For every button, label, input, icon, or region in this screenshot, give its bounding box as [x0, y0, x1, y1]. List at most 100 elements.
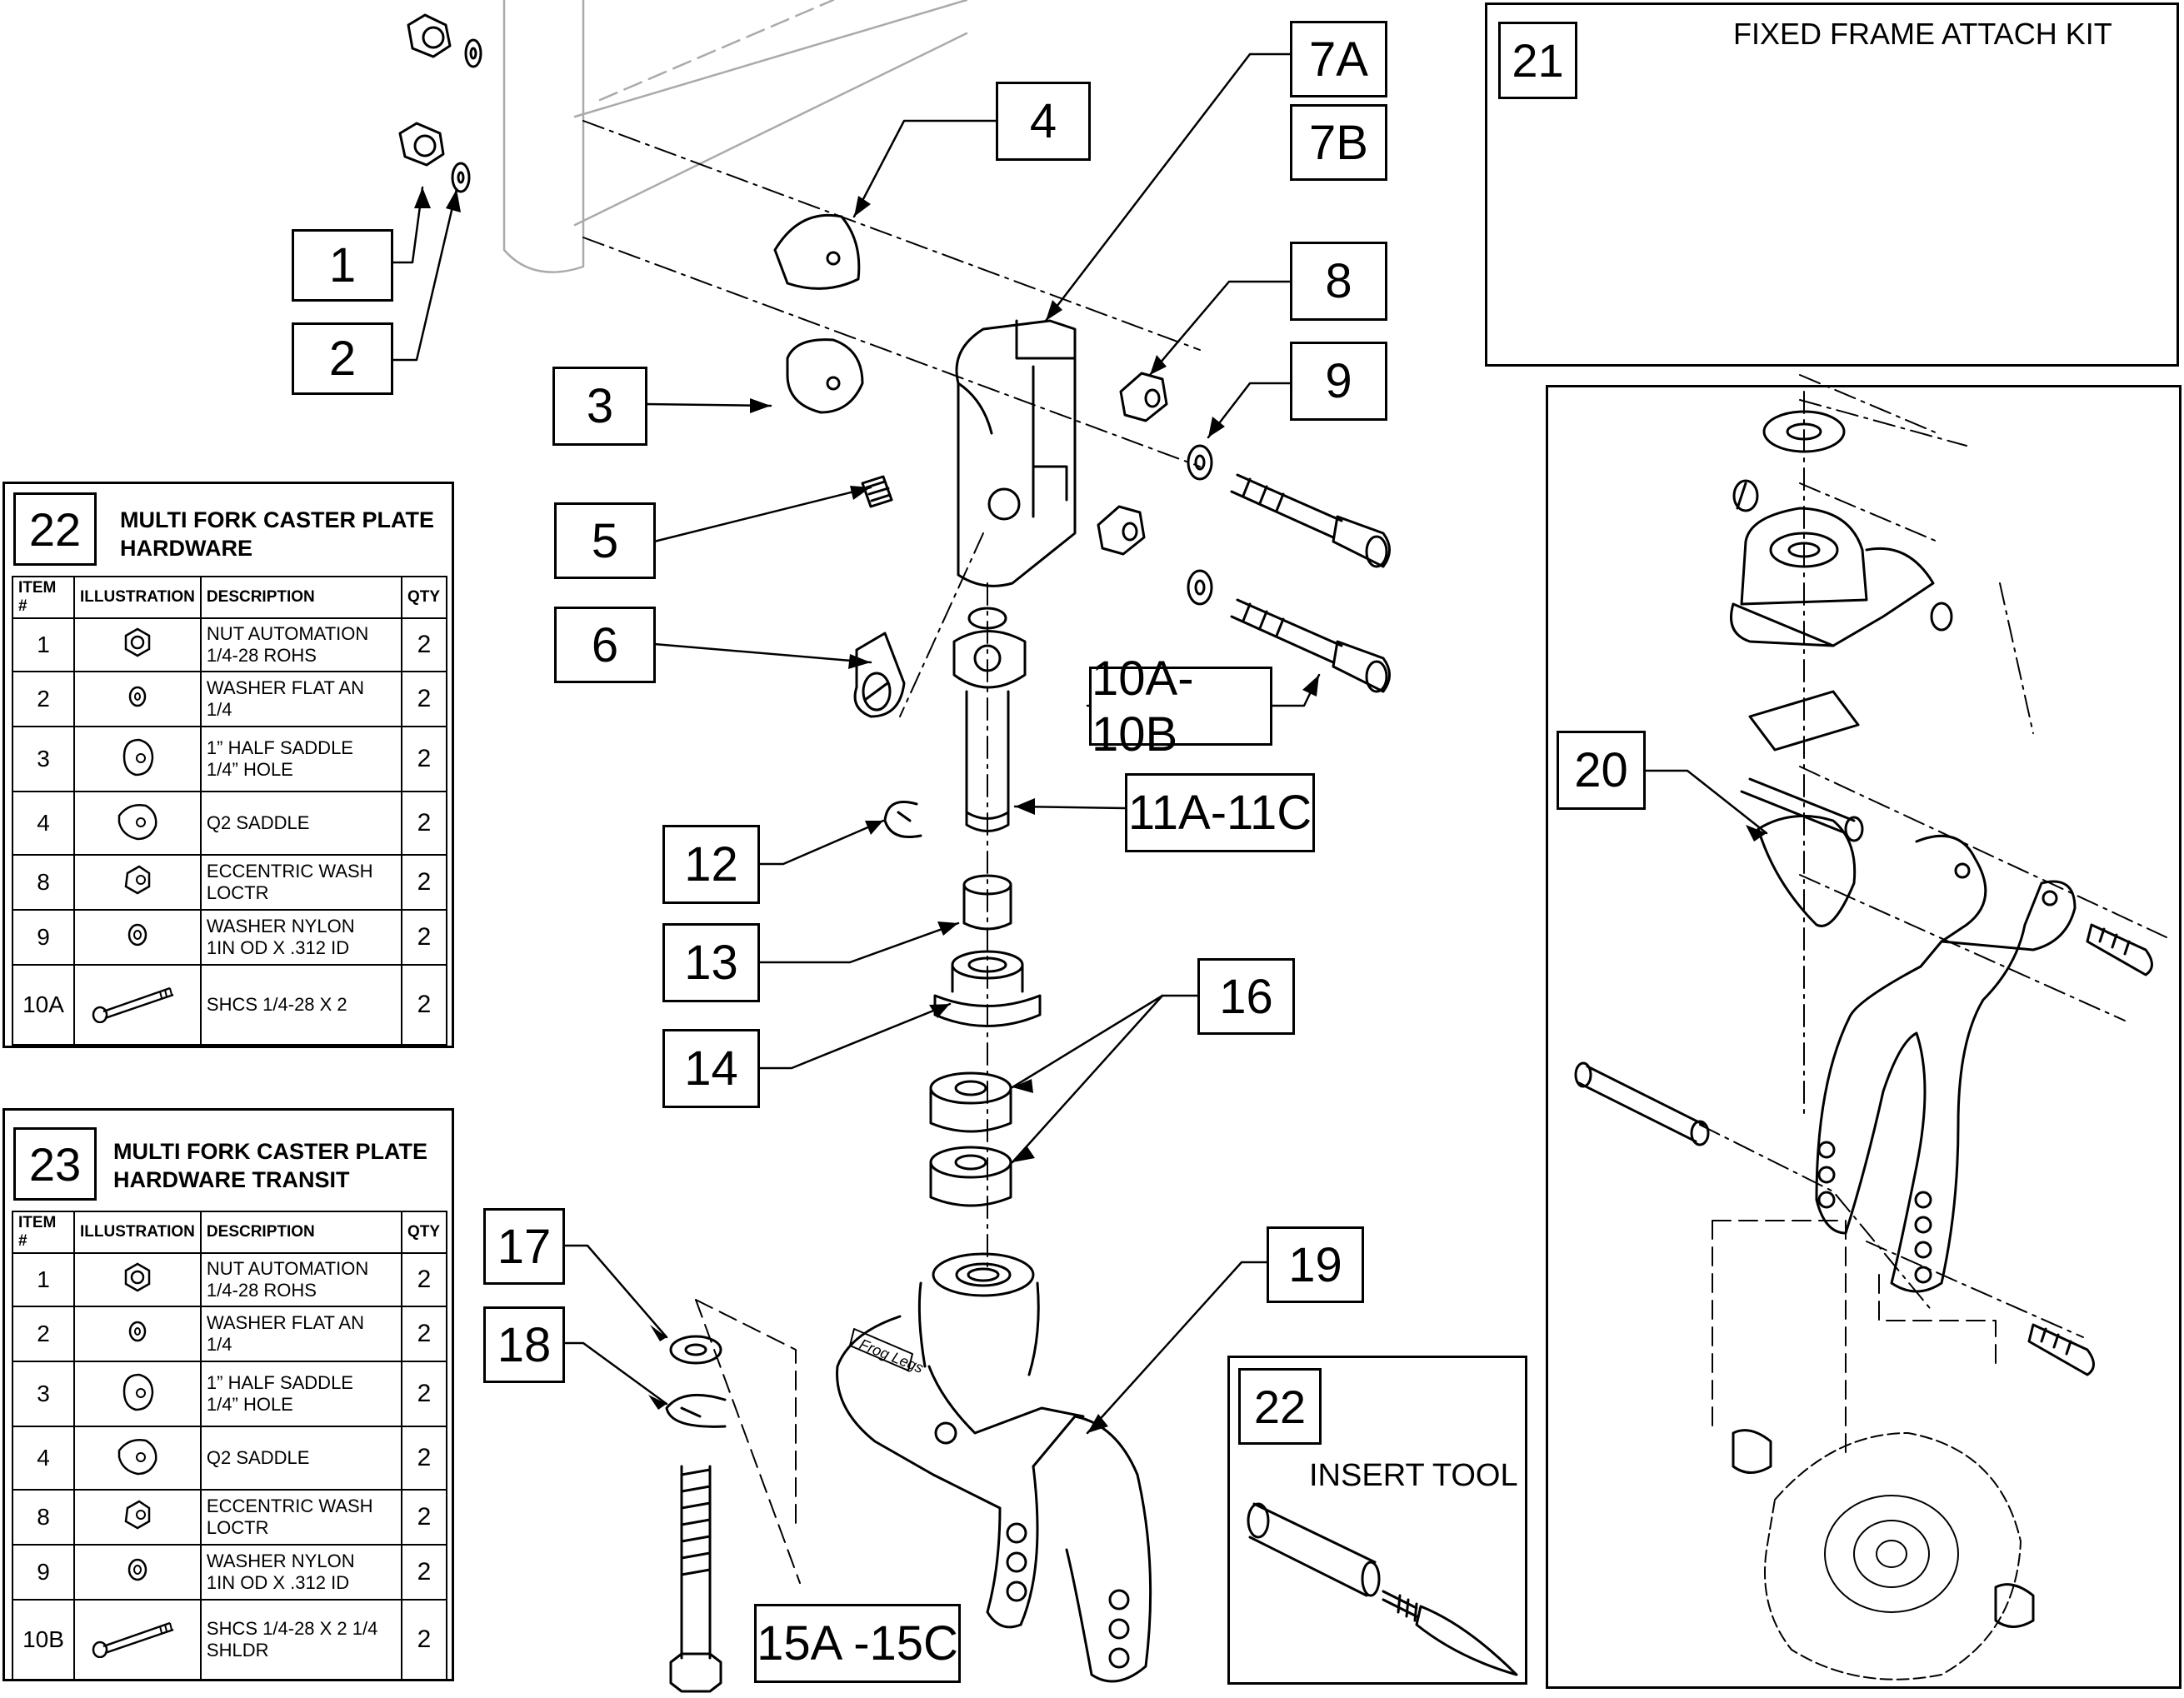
row-qty: 2	[401, 1252, 447, 1307]
callout-18[interactable]: 18	[483, 1306, 565, 1383]
row-qty: 2	[401, 1544, 447, 1601]
callout-20[interactable]: 20	[1557, 731, 1646, 810]
row-description-line1: Q2 SADDLE	[206, 812, 310, 833]
col-description: DESCRIPTION	[199, 1211, 403, 1254]
row-description: Q2 SADDLE	[199, 791, 403, 856]
fixed-frame-attach-kit-panel: 21 FIXED FRAME ATTACH KIT	[1485, 2, 2179, 367]
row-description-line2: 1/4-28 ROHS	[206, 645, 317, 666]
row-qty: 2	[401, 964, 447, 1046]
callout-17[interactable]: 17	[483, 1208, 565, 1285]
frame-tube	[502, 0, 968, 273]
row-description-line2: 1/4” HOLE	[206, 1394, 293, 1415]
row-description-line1: Q2 SADDLE	[206, 1447, 310, 1468]
row-description-line1: SHCS 1/4-28 X 2 1/4	[206, 1618, 378, 1639]
table-23-title-line2: HARDWARE TRANSIT	[113, 1167, 350, 1192]
screw-icon	[73, 1599, 202, 1681]
row-description-line2: 1/4	[206, 699, 232, 720]
callout-1[interactable]: 1	[292, 229, 393, 302]
row-description-line1: ECCENTRIC WASH	[206, 1496, 373, 1516]
callout-14[interactable]: 14	[662, 1029, 760, 1108]
row-description-line1: 1” HALF SADDLE	[206, 1372, 353, 1393]
table-22-title-line1: MULTI FORK CASTER PLATE	[120, 507, 434, 532]
stem-11	[952, 607, 1027, 832]
insert-tool-drawing	[1247, 1502, 1518, 1676]
callout-6[interactable]: 6	[554, 607, 656, 683]
row-item: 10A	[12, 964, 75, 1046]
row-item: 2	[12, 671, 75, 727]
row-qty: 2	[401, 909, 447, 966]
saddle-icon	[73, 791, 202, 856]
row-description-line1: NUT AUTOMATION	[206, 623, 369, 644]
row-item: 8	[12, 854, 75, 911]
callout-7b[interactable]: 7B	[1290, 104, 1387, 181]
row-qty: 2	[401, 617, 447, 672]
row-item: 3	[12, 1361, 75, 1427]
brand-mark-shape	[849, 1328, 913, 1371]
callout-4[interactable]: 4	[996, 82, 1091, 161]
row-description-line1: WASHER FLAT AN	[206, 1312, 364, 1333]
set-screw-5	[861, 475, 893, 508]
row-item: 3	[12, 726, 75, 792]
nylon-washers-9	[1187, 444, 1213, 606]
kit-21-number: 21	[1498, 22, 1577, 99]
nut-1-drawing	[398, 13, 482, 193]
table-22-number: 22	[13, 492, 97, 566]
insert-tool-panel: 22 INSERT TOOL	[1227, 1356, 1527, 1685]
row-description-line1: WASHER FLAT AN	[206, 677, 364, 698]
flange-bushing-14	[933, 950, 1042, 1027]
callout-5[interactable]: 5	[554, 502, 656, 579]
callout-3[interactable]: 3	[552, 367, 647, 446]
row-item: 9	[12, 909, 75, 966]
row-item: 2	[12, 1306, 75, 1362]
eccentric-washers-8	[1097, 372, 1168, 556]
row-description-line2: LOCTR	[206, 882, 269, 903]
callout-19[interactable]: 19	[1267, 1226, 1364, 1303]
callout-15a-15c[interactable]: 15A -15C	[754, 1604, 961, 1683]
col-illustration: ILLUSTRATION	[73, 576, 202, 619]
row-description-line2: 1/4” HOLE	[206, 759, 293, 780]
table-row: 4 Q2 SADDLE 2	[12, 1426, 447, 1491]
callout-10a-10b[interactable]: 10A-10B	[1089, 652, 1272, 762]
callout-9[interactable]: 9	[1290, 342, 1387, 421]
callout-7a[interactable]: 7A	[1290, 21, 1387, 97]
row-qty: 2	[401, 671, 447, 727]
screws-10	[1230, 473, 1391, 693]
row-description-line2: LOCTR	[206, 1517, 269, 1538]
tool-22-title: INSERT TOOL	[1309, 1458, 1518, 1493]
kit-21-title: FIXED FRAME ATTACH KIT	[1733, 17, 2112, 51]
row-description-line2: 1/4-28 ROHS	[206, 1280, 317, 1301]
row-description-line1: 1” HALF SADDLE	[206, 737, 353, 758]
callout-16[interactable]: 16	[1197, 958, 1295, 1035]
row-qty: 2	[401, 726, 447, 792]
table-22-title-line2: HARDWARE	[120, 536, 252, 561]
callout-12[interactable]: 12	[662, 825, 760, 904]
callout-11a-11c[interactable]: 11A-11C	[1125, 773, 1315, 852]
col-item: ITEM #	[12, 1211, 75, 1254]
row-description-line2: 1IN OD X .312 ID	[206, 1572, 350, 1593]
tool-22-number: 22	[1238, 1368, 1322, 1445]
washer-icon	[73, 671, 202, 727]
table-23-title: MULTI FORK CASTER PLATE HARDWARE TRANSIT	[113, 1137, 427, 1194]
row-qty: 2	[401, 1426, 447, 1491]
hardware-table-22-panel: 22 MULTI FORK CASTER PLATE HARDWARE ITEM…	[2, 482, 454, 1048]
row-item: 4	[12, 1426, 75, 1491]
callout-13[interactable]: 13	[662, 923, 760, 1002]
row-qty: 2	[401, 1599, 447, 1681]
nylon-washer-icon	[73, 909, 202, 966]
callout-8[interactable]: 8	[1290, 242, 1387, 321]
callout-2[interactable]: 2	[292, 322, 393, 395]
